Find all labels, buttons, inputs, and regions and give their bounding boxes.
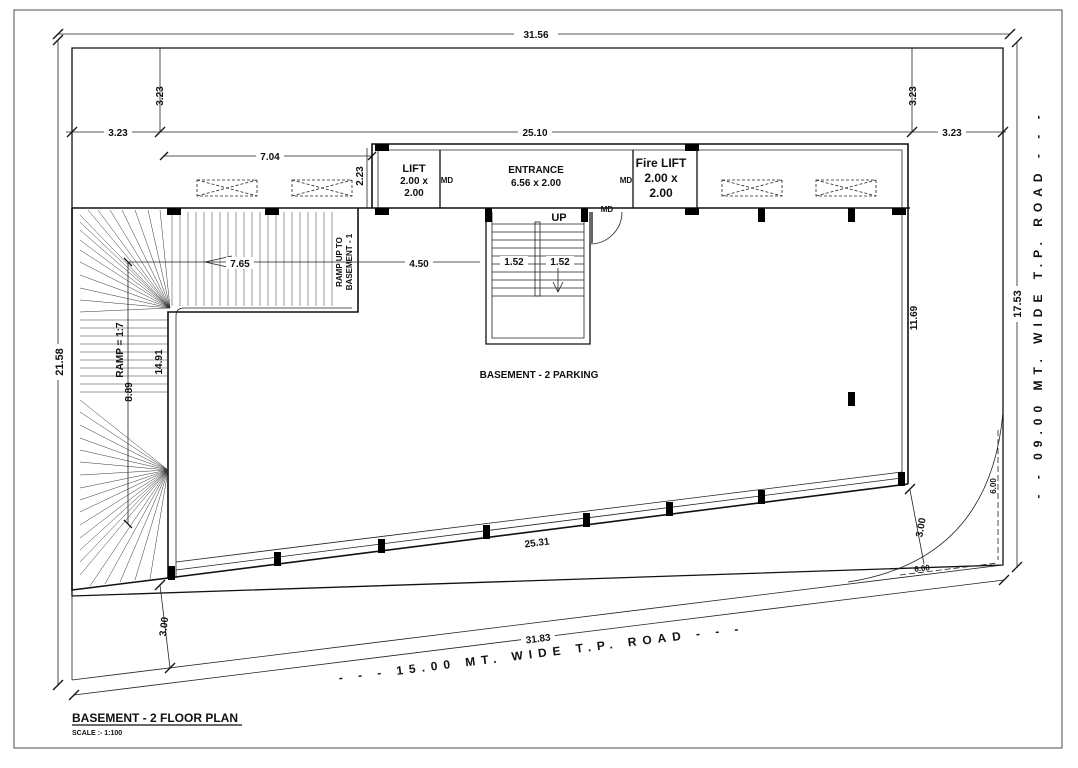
dim-road-side-length: 17.53: [1012, 290, 1024, 318]
dim-curve-vertical: 6.00: [989, 478, 998, 494]
lift-size-1: 2.00 x: [400, 176, 428, 187]
dim-front-offset: 3.00: [158, 616, 171, 637]
corner-curve: [847, 411, 1004, 583]
entrance-size: 6.56 x 2.00: [511, 178, 561, 189]
fire-lift-label: Fire LIFT: [636, 156, 687, 170]
dim-right-setback: 3.23: [942, 128, 962, 139]
door-swing: [589, 211, 623, 245]
ramp-outline: [71, 208, 359, 591]
core-outline: [371, 143, 909, 484]
front-road-label: - - - 15.00 MT. WIDE T.P. ROAD - - -: [338, 621, 745, 685]
site-boundary-front: [71, 564, 1004, 681]
dim-ramp-run: 7.65: [230, 259, 250, 270]
dim-stair-right: 1.52: [550, 257, 570, 268]
drawing-scale: SCALE :- 1:100: [72, 730, 122, 737]
dim-left-setback: 3.23: [108, 128, 128, 139]
dim-stair-left: 1.52: [504, 257, 524, 268]
ramp-up-label-1: RAMP UP TO: [335, 237, 344, 287]
dim-front-width: 31.83: [525, 632, 552, 646]
fire-lift-size-2: 2.00: [649, 186, 673, 200]
md-label-lift: MD: [441, 176, 454, 185]
md-label-door: MD: [601, 205, 614, 214]
dim-left-span: 7.04: [260, 152, 280, 163]
fire-lift-size-1: 2.00 x: [644, 171, 678, 185]
dim-left-margin-top: 3.23: [155, 86, 166, 106]
dim-ramp-depth: 14.91: [154, 349, 165, 374]
stair-up-label: UP: [551, 212, 566, 224]
dim-overall-width: 31.56: [523, 30, 548, 41]
dim-overall-depth: 21.58: [54, 348, 66, 376]
skylight-markers: [196, 179, 877, 197]
dim-bottom-edge: 25.31: [524, 536, 551, 550]
dim-ramp-length: 8.89: [124, 382, 135, 402]
sheet-border: [13, 9, 1063, 749]
ramp-slope-label: RAMP = 1:7: [115, 322, 126, 378]
ramp-hatching: [79, 209, 333, 587]
columns: [167, 144, 906, 580]
dim-core-depth: 2.23: [355, 166, 366, 186]
dim-curve-horizontal: 6.00: [914, 563, 931, 574]
dim-inner-width: 25.10: [522, 128, 547, 139]
parking-label: BASEMENT - 2 PARKING: [480, 370, 599, 381]
staircase: [485, 212, 591, 345]
side-road-label: - - 09.00 MT. WIDE T.P. ROAD - - -: [1031, 109, 1045, 498]
drawing-title: BASEMENT - 2 FLOOR PLAN: [72, 711, 238, 725]
dim-right-margin-top: 3.23: [908, 86, 919, 106]
md-label-fire: MD: [620, 176, 633, 185]
dim-span-to-stair: 4.50: [409, 259, 429, 270]
lift-size-2: 2.00: [404, 188, 424, 199]
dim-right-side: 11.69: [909, 305, 920, 330]
entrance-label: ENTRANCE: [508, 165, 564, 176]
bottom-wall: [167, 483, 909, 579]
ramp-up-label-2: BASEMENT - 1: [345, 233, 354, 290]
lift-label: LIFT: [402, 163, 425, 175]
dim-corner-offset: 3.00: [914, 517, 928, 539]
